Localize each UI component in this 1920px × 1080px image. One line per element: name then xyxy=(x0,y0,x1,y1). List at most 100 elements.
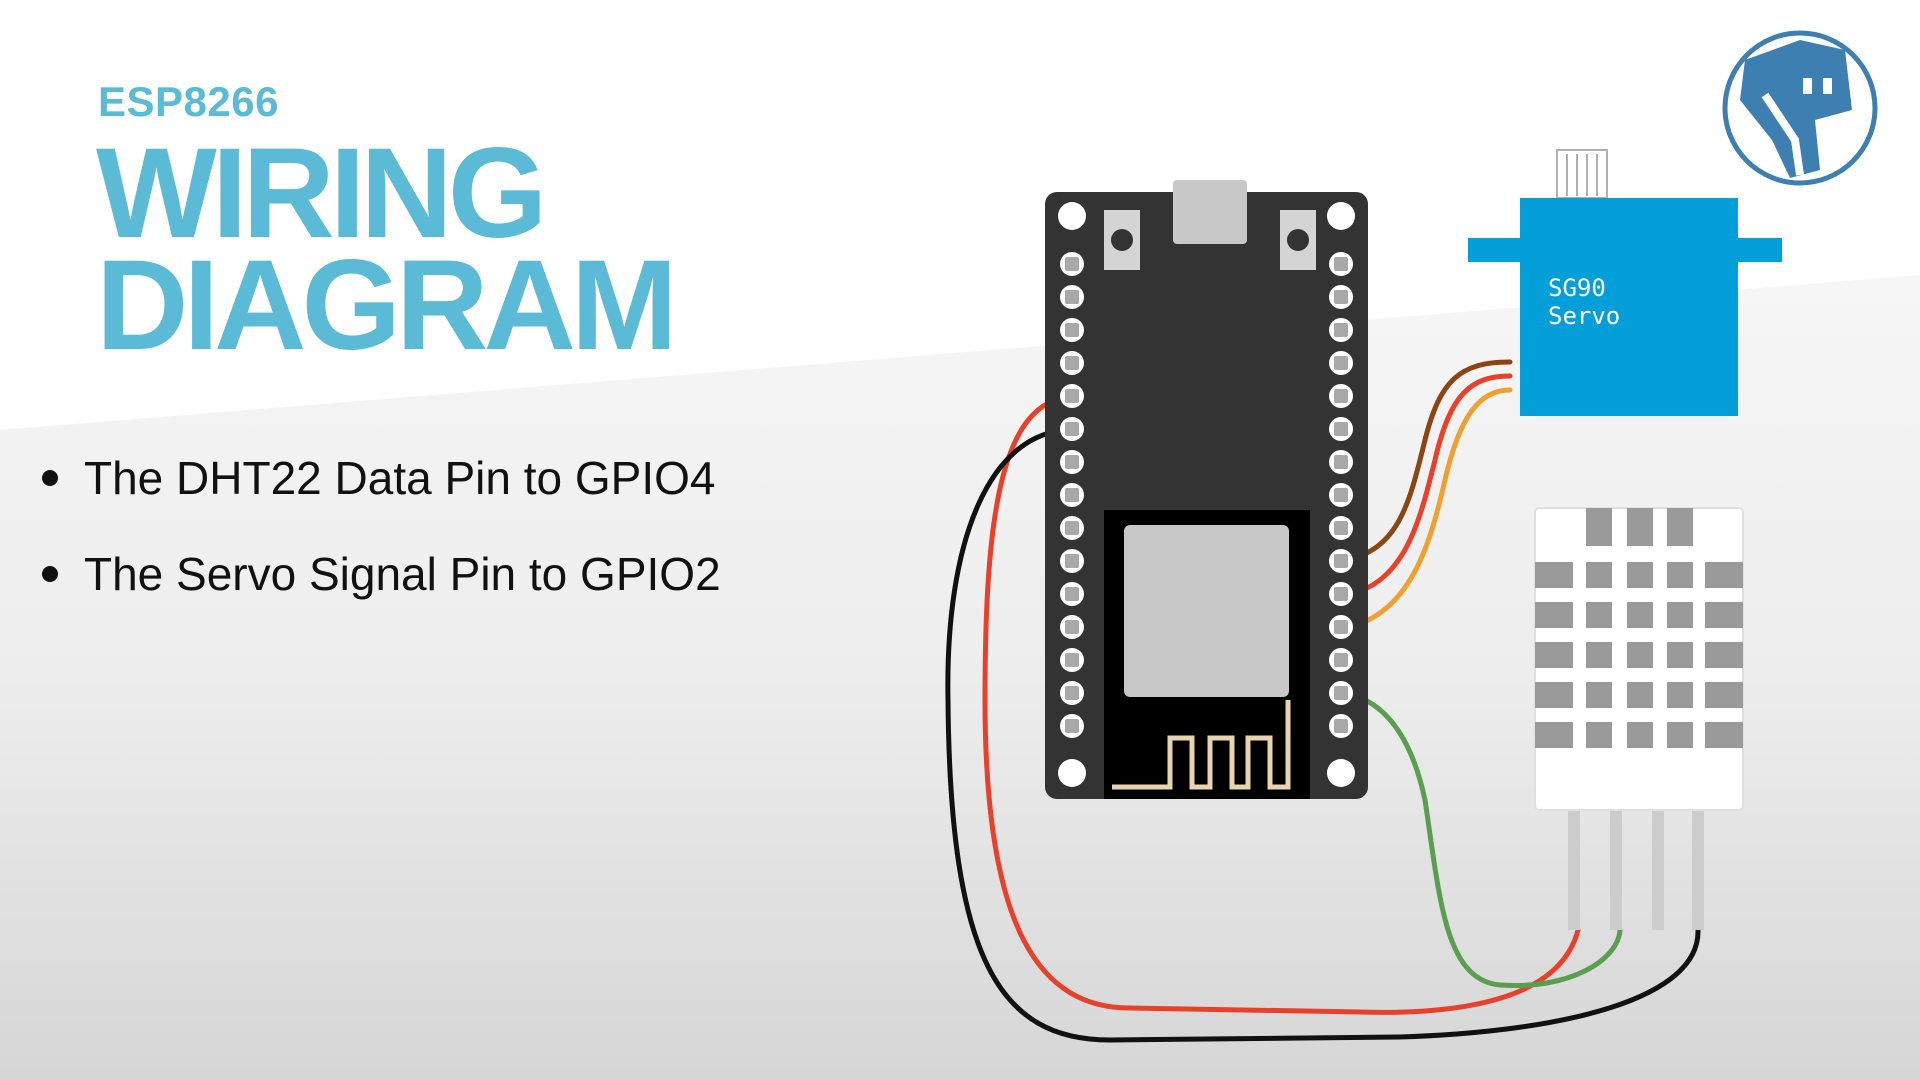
pin-pad xyxy=(1065,356,1079,370)
pin-pad xyxy=(1334,389,1348,403)
bullet-item: The Servo Signal Pin to GPIO2 xyxy=(40,536,721,632)
bullet-text: The Servo Signal Pin to GPIO2 xyxy=(84,548,721,600)
grille-slot xyxy=(1535,642,1573,668)
bullet-text: The DHT22 Data Pin to GPIO4 xyxy=(84,452,716,504)
wire-green xyxy=(1342,690,1623,989)
grille-slot xyxy=(1705,562,1743,588)
grille-slot xyxy=(1667,562,1693,588)
pin-pad xyxy=(1065,587,1079,601)
pin-pad xyxy=(1334,521,1348,535)
grille-slot xyxy=(1535,722,1573,748)
usb-port xyxy=(1173,180,1247,244)
grille-slot xyxy=(1535,682,1573,708)
servo-label-line-1: SG90 xyxy=(1548,274,1606,302)
grille-slot xyxy=(1627,682,1653,708)
dht22-leg xyxy=(1692,808,1704,930)
mount-hole xyxy=(1327,202,1355,230)
pin-header-right xyxy=(1329,252,1353,738)
pin-pad xyxy=(1065,323,1079,337)
pin-pad xyxy=(1334,455,1348,469)
mount-hole xyxy=(1327,759,1355,787)
pin-pad xyxy=(1065,686,1079,700)
pin-pad xyxy=(1065,620,1079,634)
pin-pad xyxy=(1334,323,1348,337)
grille-slot xyxy=(1667,682,1693,708)
wire-orange xyxy=(1342,387,1513,631)
mount-hole xyxy=(1058,759,1086,787)
grille-slot xyxy=(1586,682,1612,708)
pin-pad xyxy=(1334,422,1348,436)
pin-pad xyxy=(1065,290,1079,304)
esp8266-board xyxy=(1045,180,1368,799)
esp-shield xyxy=(1124,525,1289,697)
grille-slot xyxy=(1705,602,1743,628)
mount-hole xyxy=(1058,202,1086,230)
bullet-item: The DHT22 Data Pin to GPIO4 xyxy=(40,440,721,536)
title-line-2: DIAGRAM xyxy=(96,234,677,377)
grille-slot xyxy=(1667,508,1693,546)
pin-header-left xyxy=(1060,252,1084,738)
antenna-trace xyxy=(1112,700,1291,790)
pin-pad xyxy=(1065,389,1079,403)
grille-slot xyxy=(1586,508,1612,546)
pin-pad xyxy=(1065,653,1079,667)
grille-slot xyxy=(1667,642,1693,668)
pin-pad xyxy=(1065,422,1079,436)
title-line-1: WIRING xyxy=(96,122,547,265)
grille-slot xyxy=(1586,642,1612,668)
dht22-sensor xyxy=(1534,507,1744,930)
grille-slot xyxy=(1667,602,1693,628)
pin-pad xyxy=(1334,587,1348,601)
subtitle: ESP8266 xyxy=(98,78,279,125)
grille-slot xyxy=(1705,642,1743,668)
grille-slot xyxy=(1627,562,1653,588)
pin-pad xyxy=(1334,290,1348,304)
grille-slot xyxy=(1586,562,1612,588)
pin-pad xyxy=(1065,488,1079,502)
pin-pad xyxy=(1334,488,1348,502)
grille-slot xyxy=(1627,602,1653,628)
background-grey-band xyxy=(0,275,1920,1080)
wires xyxy=(945,359,1701,1043)
pin-pad xyxy=(1065,554,1079,568)
bullet-dot-icon xyxy=(42,470,58,486)
dht22-grille xyxy=(1535,508,1743,748)
pin-pad xyxy=(1065,719,1079,733)
servo-cable-connector xyxy=(1556,149,1608,199)
wire-red xyxy=(982,394,1581,1015)
servo-label-line-2: Servo xyxy=(1548,302,1620,330)
dht22-leg xyxy=(1568,808,1580,930)
pin-pad xyxy=(1334,356,1348,370)
wire-black xyxy=(945,427,1701,1043)
grille-slot xyxy=(1535,602,1573,628)
grille-slot xyxy=(1586,602,1612,628)
grille-slot xyxy=(1705,722,1743,748)
grille-slot xyxy=(1627,722,1653,748)
grille-slot xyxy=(1627,508,1653,546)
bullet-list: The DHT22 Data Pin to GPIO4 The Servo Si… xyxy=(40,440,721,632)
grille-slot xyxy=(1667,722,1693,748)
pin-pad xyxy=(1334,554,1348,568)
grille-slot xyxy=(1535,562,1573,588)
dht22-leg xyxy=(1610,808,1622,930)
pin-pad xyxy=(1334,257,1348,271)
pin-pad xyxy=(1334,653,1348,667)
pin-pad xyxy=(1334,686,1348,700)
sg90-servo: SG90 Servo xyxy=(1468,149,1782,416)
logo-icon xyxy=(1722,30,1878,186)
grille-slot xyxy=(1627,642,1653,668)
pin-pad xyxy=(1065,455,1079,469)
pin-pad xyxy=(1334,719,1348,733)
servo-body xyxy=(1520,198,1738,416)
grille-slot xyxy=(1705,682,1743,708)
bullet-dot-icon xyxy=(42,566,58,582)
wire-red-2 xyxy=(1342,373,1513,598)
grille-slot xyxy=(1586,722,1612,748)
dht22-leg xyxy=(1652,808,1664,930)
page-title: WIRING DIAGRAM xyxy=(96,122,677,377)
pin-pad xyxy=(1065,257,1079,271)
pin-pad xyxy=(1334,620,1348,634)
pin-pad xyxy=(1065,521,1079,535)
wire-brown xyxy=(1342,359,1513,563)
